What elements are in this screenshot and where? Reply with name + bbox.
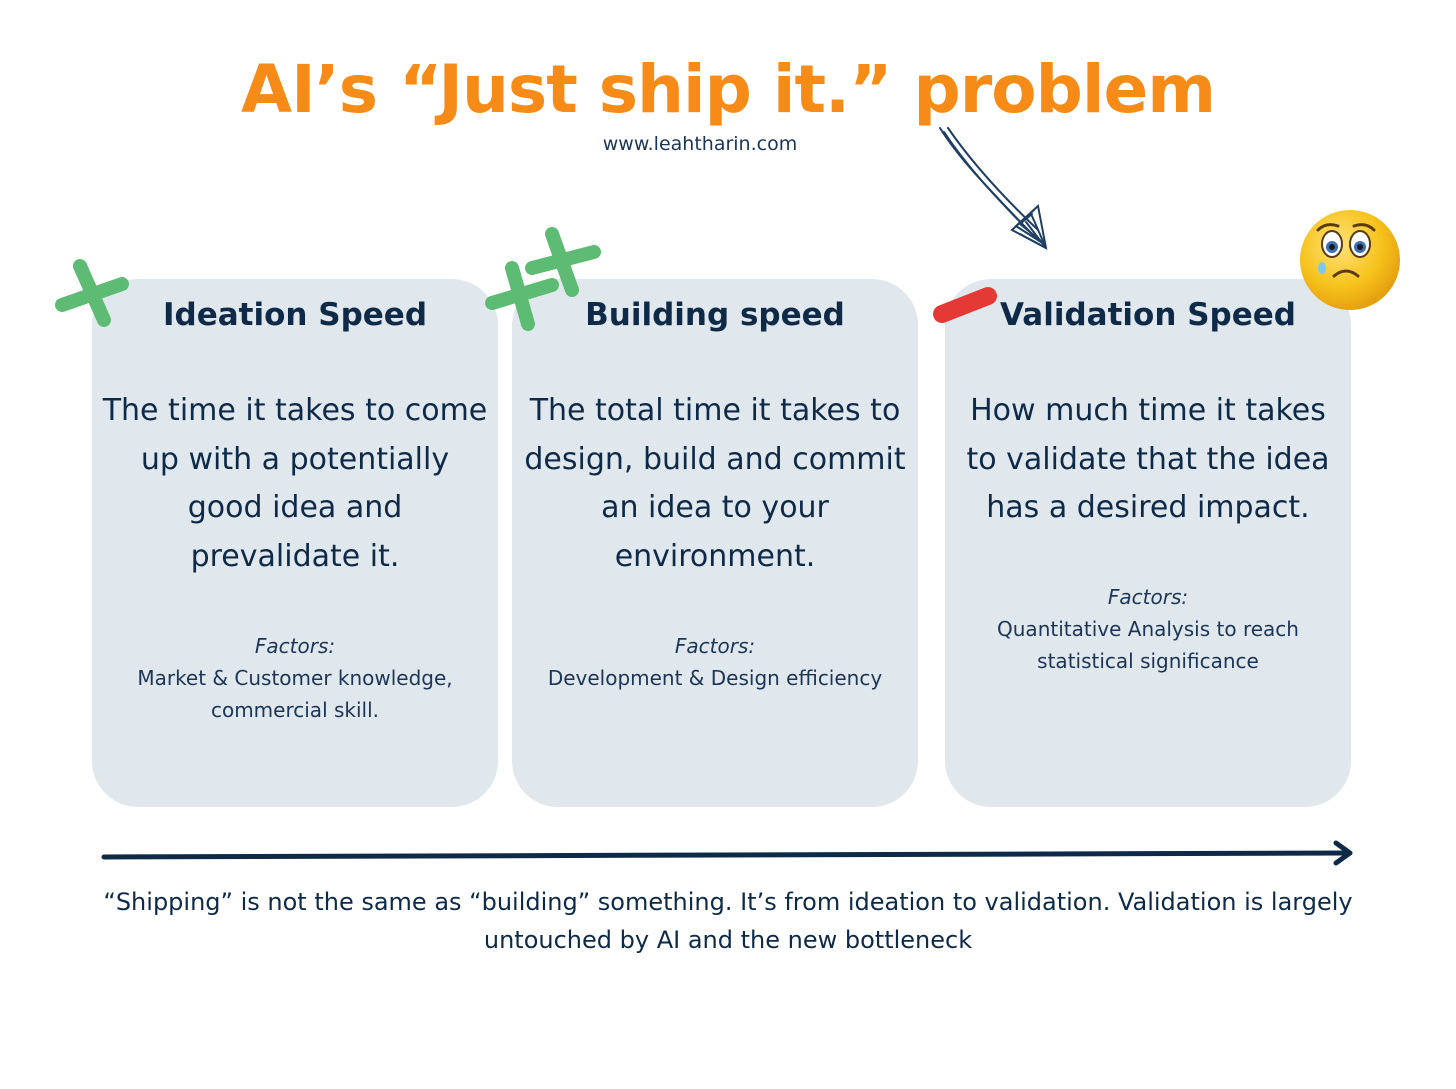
factors-text: Quantitative Analysis to reach statistic…	[997, 617, 1299, 673]
factors-text: Market & Customer knowledge, commercial …	[137, 666, 453, 722]
factors-text: Development & Design efficiency	[547, 666, 883, 690]
card-title: Ideation Speed	[162, 297, 428, 333]
card-building: Building speed The total time it takes t…	[512, 279, 918, 807]
timeline-arrow-icon	[101, 840, 1353, 866]
card-title: Building speed	[585, 297, 845, 333]
factors-label: Factors:	[674, 634, 756, 658]
factors-label: Factors:	[254, 634, 336, 658]
card-title: Validation Speed	[1000, 297, 1296, 333]
card-description: The time it takes to come up with a pote…	[102, 393, 488, 574]
card-validation: Validation Speed How much time it takes …	[945, 279, 1351, 807]
factors-label: Factors:	[1107, 585, 1189, 609]
card-description: How much time it takes to validate that …	[966, 393, 1330, 525]
card-description: The total time it takes to design, build…	[524, 393, 906, 574]
card-ideation: Ideation Speed The time it takes to come…	[92, 279, 498, 807]
website-link[interactable]: www.leahtharin.com	[602, 133, 798, 155]
caption: “Shipping” is not the same as “building”…	[103, 888, 1353, 954]
hand-drawn-arrow-icon	[939, 127, 1048, 250]
page-title: AI’s “Just ship it.” problem	[241, 51, 1216, 128]
